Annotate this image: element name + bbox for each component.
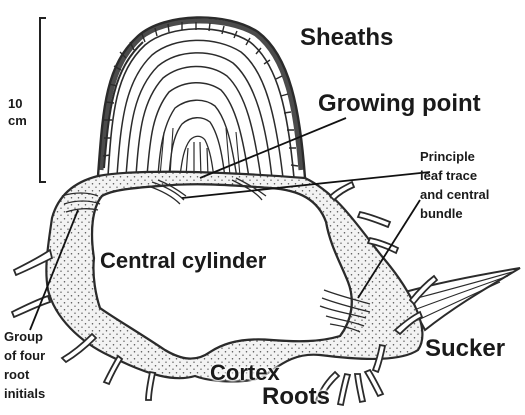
scale-bar (40, 18, 46, 182)
label-roots: Roots (262, 383, 330, 411)
label-cortex: Cortex (210, 360, 280, 385)
scale-bar-unit: cm (8, 114, 27, 129)
label-root-initials-3: root (4, 368, 29, 383)
sucker-shape (405, 268, 520, 330)
scale-bar-value: 10 (8, 97, 22, 112)
label-principle-trace-4: bundle (420, 207, 463, 222)
label-sucker: Sucker (425, 335, 505, 363)
label-root-initials-4: initials (4, 387, 45, 402)
label-growing-point: Growing point (318, 90, 481, 118)
label-principle-trace-1: Principle (420, 150, 475, 165)
label-principle-trace-2: leaf trace (420, 169, 477, 184)
label-sheaths: Sheaths (300, 24, 393, 52)
label-root-initials-1: Group (4, 330, 43, 345)
sheaths-dome (98, 17, 305, 178)
label-principle-trace-3: and central (420, 188, 489, 203)
label-central-cylinder: Central cylinder (100, 248, 266, 273)
label-root-initials-2: of four (4, 349, 45, 364)
